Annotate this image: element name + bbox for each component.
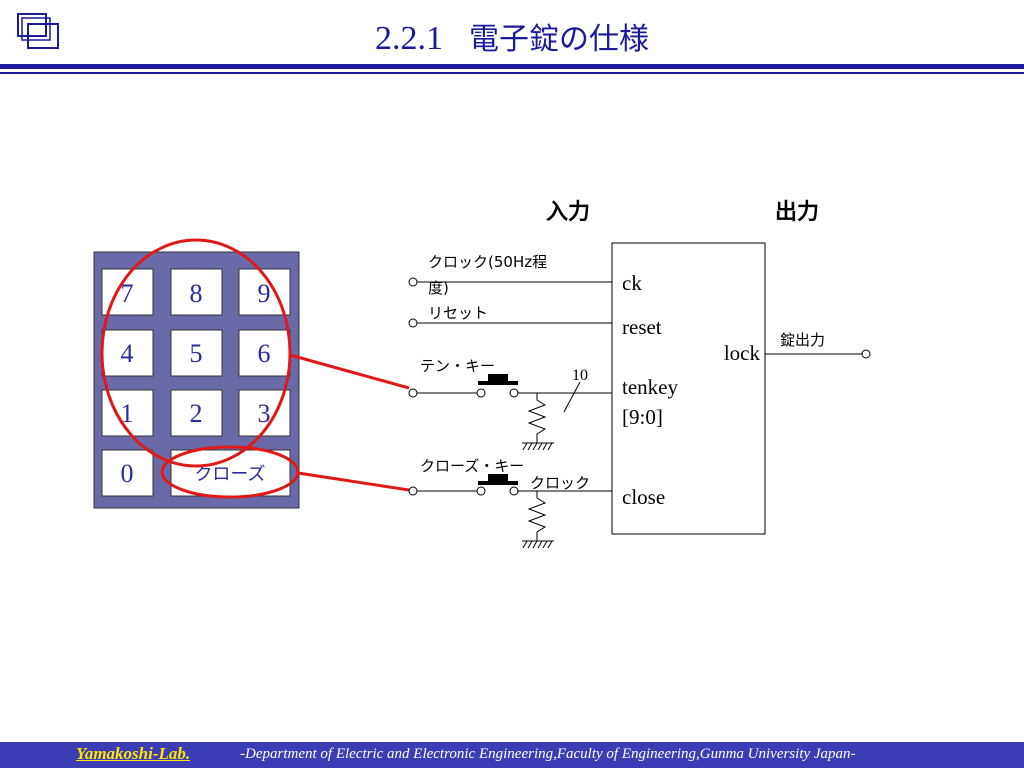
ground-1-hatch [522,442,553,451]
input-heading: 入力 [546,200,590,225]
key-2-label: 2 [190,399,203,428]
tenkey-resistor [527,393,547,443]
key-0 [101,449,154,497]
key-7-label: 7 [121,279,134,308]
key-0-label: 0 [121,459,134,488]
header-rule-thin [0,72,1024,74]
section-number: 2.2.1 [375,20,443,57]
tenkey-label: テン・キー [420,357,495,375]
lab-name: Yamakoshi-Lab. [76,744,191,763]
port-ck: ck [622,271,642,295]
close-switch-contact-a [476,486,486,496]
output-heading: 出力 [775,200,819,225]
page-title: 2.2.1 電子錠の仕様 [0,14,1024,58]
footer-bar: Yamakoshi-Lab. -Department of Electric a… [0,742,1024,768]
key-close-label: クローズ [194,464,265,485]
key-5 [170,329,223,377]
key-1-label: 1 [121,399,134,428]
clock-label-1: クロック(50Hz程 [428,253,547,271]
port-tenkey: tenkey [622,375,678,399]
key-9-label: 9 [258,279,271,308]
reset-label: リセット [428,304,488,322]
clock-small-label: クロック [530,474,590,492]
key-6 [238,329,291,377]
slide-logo-icon [17,13,59,49]
key-4-label: 4 [121,339,134,368]
tenkey-highlight [100,238,292,468]
bus-slash [563,381,581,413]
title-text: 電子錠の仕様 [469,22,649,57]
tenkey-switch-contact-b [509,388,519,398]
ck-terminal [408,277,418,287]
close-key-highlight [160,445,300,499]
lock-output-terminal [861,349,871,359]
clock-label-2: 度) [428,279,449,297]
key-6-label: 6 [258,339,271,368]
key-4 [101,329,154,377]
reset-terminal [408,318,418,328]
key-8-label: 8 [190,279,203,308]
lock-module-box [611,242,766,535]
lock-spec-diagram: 7 8 9 4 5 6 1 2 3 0 クローズ 入力 出力 ck reset … [93,200,871,549]
close-switch-button [488,474,508,481]
key-2 [170,389,223,437]
port-close: close [622,485,665,509]
lock-output-label: 錠出力 [780,331,825,349]
tenkey-switch-button [488,374,508,381]
bus-width: 10 [572,367,588,384]
port-tenkey-range: [9:0] [622,405,663,429]
tenkey-terminal [408,388,418,398]
tenkey-switch-bar [478,381,518,385]
close-switch-bar [478,481,518,485]
tenkey-switch-contact-a [476,388,486,398]
header-rule-thick [0,64,1024,69]
port-reset: reset [622,315,662,339]
ground-2-hatch [522,540,553,549]
tenkey-pointer [289,353,410,390]
close-terminal [408,486,418,496]
close-key-label: クローズ・キー [420,457,524,475]
key-5-label: 5 [190,339,203,368]
key-8 [170,268,223,316]
key-3-label: 3 [258,399,271,428]
keypad: 7 8 9 4 5 6 1 2 3 0 クローズ [93,238,410,509]
close-switch-contact-b [509,486,519,496]
department-text: -Department of Electric and Electronic E… [240,746,856,762]
close-resistor [527,491,547,541]
close-pointer [297,471,410,492]
port-lock: lock [724,341,761,365]
